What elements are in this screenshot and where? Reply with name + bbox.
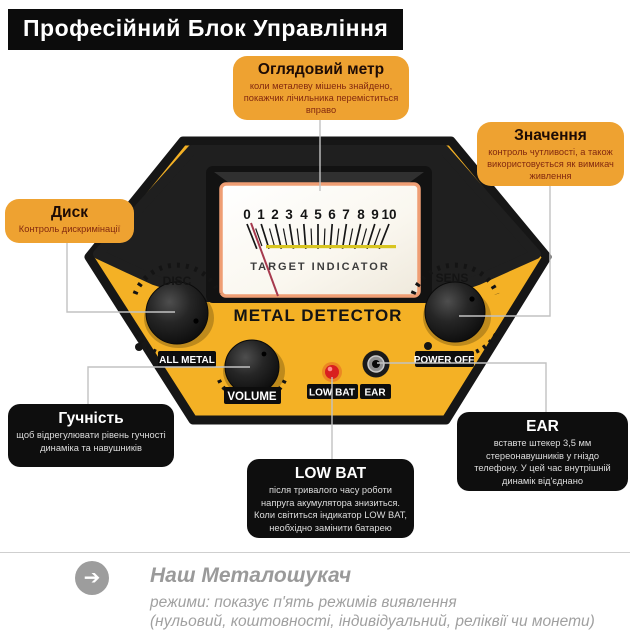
- callout-meter: Оглядовий метр коли металеву мішень знай…: [233, 56, 409, 121]
- footer-line1: режими: показує п'ять режимів виявлення: [150, 594, 457, 611]
- svg-text:9: 9: [371, 207, 379, 222]
- sens-label: SENS: [436, 271, 469, 285]
- callout-volume: Гучність щоб відрегулювати рівень гучнос…: [8, 404, 174, 467]
- svg-text:10: 10: [381, 207, 396, 222]
- svg-text:EAR: EAR: [364, 388, 386, 399]
- meter-caption: TARGET INDICATOR: [250, 261, 390, 273]
- meter-scale-numbers: 0 1 2 3 4 5 6 7 8 9 10: [243, 207, 396, 222]
- svg-text:4: 4: [300, 207, 308, 222]
- disc-label: DISC: [163, 274, 192, 288]
- callout-disc-title: Диск: [51, 204, 88, 221]
- svg-text:0: 0: [243, 207, 251, 222]
- callout-volume-text: щоб відрегулювати рівень гучності динамі…: [16, 430, 166, 453]
- volume-label: VOLUME: [227, 391, 277, 403]
- callout-ear-text: вставте штекер 3,5 мм стереонавушників у…: [474, 438, 611, 486]
- arrow-right-icon: ➔: [75, 561, 109, 595]
- callout-disc-text: Контроль дискримінації: [18, 223, 121, 234]
- page-title: Професійний Блок Управління: [8, 9, 404, 50]
- ear-jack: EAR: [360, 350, 391, 399]
- volume-knob: VOLUME: [217, 339, 287, 404]
- connector-ear: [377, 362, 547, 412]
- meter-tick-fan: [246, 223, 390, 250]
- footer-title: Наш Металошукач: [150, 564, 352, 587]
- callout-lowbat-title: LOW BAT: [294, 465, 367, 482]
- callout-ear-title: EAR: [526, 418, 559, 435]
- callout-lowbat-text: після тривалого часу роботи напруга акум…: [254, 485, 407, 533]
- callout-ear: EAR вставте штекер 3,5 мм стереонавушник…: [457, 412, 628, 492]
- sens-indicator-dot: [424, 342, 432, 350]
- svg-text:ALL METAL: ALL METAL: [159, 355, 215, 366]
- callout-volume-title: Гучність: [58, 410, 124, 427]
- power-off-badge: POWER OFF: [414, 351, 475, 367]
- meter-underline: [266, 245, 396, 249]
- callout-connectors: [66, 113, 551, 459]
- callout-sens-title: Значення: [514, 127, 587, 144]
- callout-disc: Диск Контроль дискримінації: [5, 199, 134, 243]
- meter-needle: [250, 222, 279, 297]
- footer-divider: [0, 552, 630, 553]
- brand-label: METAL DETECTOR: [234, 306, 403, 325]
- footer-line2: (нульовий, коштовності, індивідуальний, …: [150, 613, 595, 630]
- svg-text:8: 8: [357, 207, 365, 222]
- connector-volume: [87, 366, 250, 404]
- target-indicator-meter: 0 1 2 3 4 5 6 7 8 9 10 TARGET INDICATOR: [206, 166, 432, 303]
- svg-text:POWER OFF: POWER OFF: [414, 355, 475, 366]
- sens-knob: SENS: [410, 262, 500, 355]
- svg-text:3: 3: [285, 207, 293, 222]
- svg-text:7: 7: [342, 207, 350, 222]
- callout-sens-text: контроль чутливості, а також використову…: [487, 146, 614, 181]
- disc-indicator-dot: [135, 343, 143, 351]
- callout-sens: Значення контроль чутливості, а також ви…: [477, 122, 624, 187]
- connector-disc: [66, 243, 175, 313]
- disc-knob: DISC: [132, 262, 222, 355]
- callout-meter-text: коли металеву мішень знайдено, покажчик …: [243, 80, 399, 115]
- callout-lowbat: LOW BAT після тривалого часу роботи напр…: [247, 459, 414, 539]
- svg-text:1: 1: [257, 207, 265, 222]
- svg-text:6: 6: [328, 207, 336, 222]
- callout-meter-title: Оглядовий метр: [257, 61, 385, 78]
- connector-sens: [459, 174, 551, 317]
- svg-text:2: 2: [271, 207, 279, 222]
- low-bat-led: [325, 365, 339, 379]
- all-metal-badge: ALL METAL: [158, 351, 216, 367]
- svg-text:5: 5: [314, 207, 322, 222]
- meter-face: [219, 182, 421, 298]
